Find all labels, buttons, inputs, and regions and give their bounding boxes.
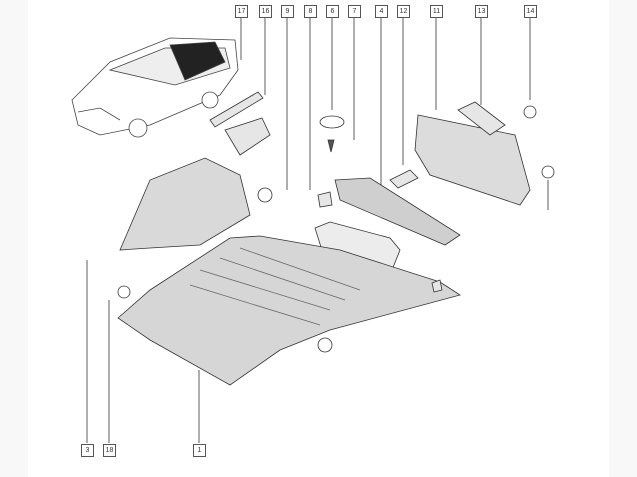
callout-11: 11: [430, 5, 443, 18]
callout-3: 3: [81, 444, 94, 457]
right-margin: [609, 0, 637, 477]
left-margin: [0, 0, 28, 477]
callout-12: 12: [397, 5, 410, 18]
callout-1: 1: [193, 444, 206, 457]
callout-16: 16: [259, 5, 272, 18]
callout-18: 18: [103, 444, 116, 457]
callout-4: 4: [375, 5, 388, 18]
part-4-sill: [334, 177, 461, 246]
callout-8: 8: [304, 5, 317, 18]
vehicle-illustration: [71, 37, 239, 138]
part-17-strip: [209, 91, 264, 128]
part-6-cap: [319, 115, 345, 129]
part-18-clip: [117, 285, 131, 299]
callout-14: 14: [524, 5, 537, 18]
part-1-floor: [117, 235, 461, 386]
part-14-clip: [523, 105, 537, 119]
part-3-side-trim: [119, 157, 251, 251]
part-9-clip: [257, 187, 273, 203]
part-16-bracket: [224, 117, 271, 156]
part-11-panel: [414, 114, 531, 206]
part-13-pad: [457, 101, 506, 136]
callout-17: 17: [235, 5, 248, 18]
callout-9: 9: [281, 5, 294, 18]
part-8-clip: [317, 191, 333, 208]
callout-7: 7: [348, 5, 361, 18]
callout-6: 6: [326, 5, 339, 18]
callout-13: 13: [475, 5, 488, 18]
part-clip-right: [541, 165, 555, 179]
part-7-screw: [327, 139, 335, 153]
part-12-handle: [389, 169, 419, 189]
